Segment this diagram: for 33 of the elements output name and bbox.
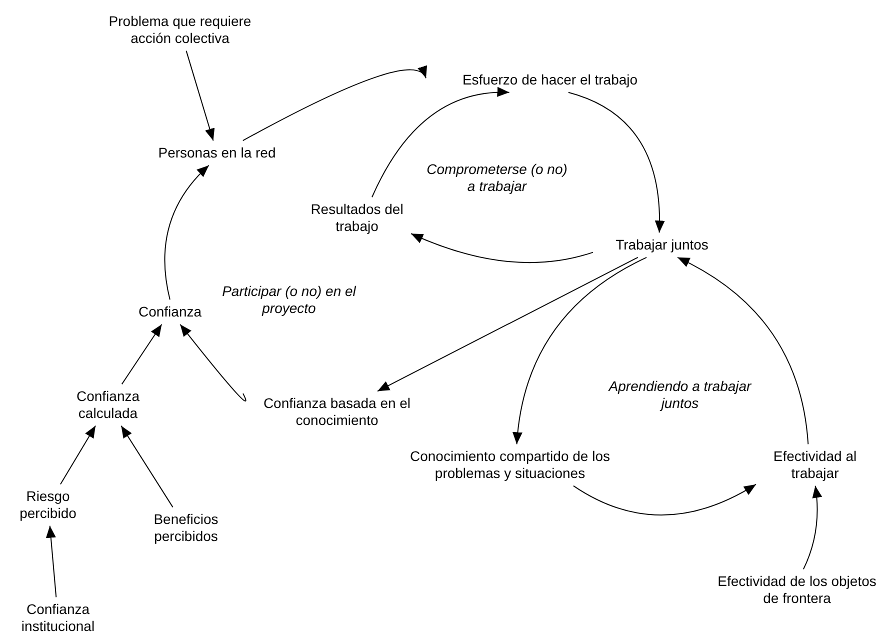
concept-text: Conocimiento compartido de los problemas y situaciones	[385, 448, 635, 482]
arrow	[372, 87, 510, 198]
loop-label: Aprendiendo a trabajar juntos	[607, 378, 752, 412]
loop-label: Comprometerse (o no) a trabajar	[426, 161, 568, 195]
concept-text: Efectividad de los objetos de frontera	[712, 573, 882, 607]
arrow	[376, 256, 638, 392]
concept-text: Personas en la red	[137, 144, 297, 162]
arrow	[164, 164, 210, 300]
concept-text: Confianza institucional	[3, 601, 113, 635]
arrow	[121, 324, 162, 385]
arrow	[802, 485, 822, 570]
concept-text: Riesgo percibido	[3, 488, 93, 522]
concept-text: Confianza	[125, 304, 215, 320]
arrow	[242, 65, 426, 142]
arrow	[572, 484, 756, 516]
arrow	[512, 256, 648, 445]
concept-text: Confianza basada en el conocimiento	[247, 395, 427, 429]
concept-text: Confianza calculada	[58, 388, 158, 422]
concept-text: Efectividad al trabajar	[760, 448, 870, 482]
concept-text: Problema que requiere acción colectiva	[95, 13, 265, 47]
concept-text: Resultados del trabajo	[307, 201, 407, 235]
loop-label: Participar (o no) en el proyecto	[221, 283, 358, 317]
concept-text: Esfuerzo de hacer el trabajo	[430, 72, 670, 88]
arrow	[120, 425, 174, 508]
arrow	[180, 324, 246, 402]
arrow	[46, 525, 57, 598]
arrow	[568, 92, 664, 234]
arrow	[410, 233, 594, 263]
concept-text: Beneficios percibidos	[136, 511, 236, 545]
arrow	[677, 256, 809, 445]
arrow	[186, 50, 215, 142]
arrow	[60, 425, 96, 485]
concept-text: Trabajar juntos	[597, 236, 727, 254]
